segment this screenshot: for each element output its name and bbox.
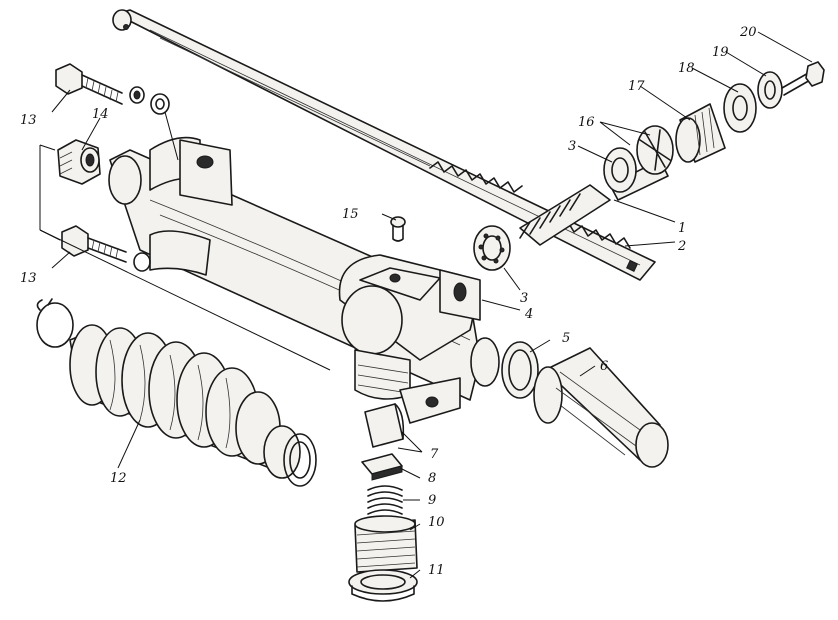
bushing-17 bbox=[675, 103, 726, 163]
label-part-5: 5 bbox=[562, 331, 570, 346]
rack-bar bbox=[112, 9, 656, 281]
protective-cap-6 bbox=[533, 347, 669, 468]
label-part-19: 19 bbox=[712, 45, 729, 60]
plug-15 bbox=[390, 216, 406, 242]
lock-nut-11 bbox=[348, 569, 418, 602]
label-part-14: 14 bbox=[92, 107, 109, 122]
label-part-10: 10 bbox=[428, 515, 445, 530]
thrust-piece-7 bbox=[364, 403, 405, 448]
seal-19 bbox=[757, 71, 783, 109]
label-part-13-upper: 13 bbox=[20, 113, 37, 128]
part-labels: 1 2 3 3 4 5 6 7 8 9 10 11 12 13 13 14 15… bbox=[20, 25, 757, 578]
bearing-3-lower bbox=[473, 225, 511, 271]
washers-upper bbox=[129, 86, 179, 161]
ring-18 bbox=[723, 83, 757, 133]
bracket-lines bbox=[39, 144, 61, 241]
bracket-line-lower bbox=[39, 229, 331, 371]
pad-8 bbox=[361, 453, 403, 481]
label-part-9: 9 bbox=[428, 493, 436, 508]
label-part-15: 15 bbox=[342, 207, 359, 222]
bearing-3-upper bbox=[603, 147, 637, 193]
leader-lines bbox=[51, 31, 813, 579]
seal-ring-5 bbox=[501, 341, 539, 399]
label-part-20: 20 bbox=[739, 25, 757, 40]
label-part-11: 11 bbox=[428, 563, 445, 578]
label-part-16: 16 bbox=[578, 115, 595, 130]
label-part-6: 6 bbox=[600, 359, 608, 374]
adjusting-plug-10 bbox=[354, 515, 418, 573]
nut-14 bbox=[57, 139, 101, 185]
screw-20 bbox=[781, 61, 825, 96]
label-part-1: 1 bbox=[678, 221, 686, 236]
spacer-16 bbox=[636, 125, 674, 175]
rubber-boot-12 bbox=[36, 298, 317, 487]
label-part-7: 7 bbox=[430, 447, 439, 462]
label-part-18: 18 bbox=[678, 61, 695, 76]
bolt-13-upper bbox=[55, 63, 123, 105]
spring-9 bbox=[367, 485, 403, 515]
label-part-12: 12 bbox=[110, 471, 127, 486]
label-part-13-lower: 13 bbox=[20, 271, 37, 286]
label-part-3-lower: 3 bbox=[520, 291, 528, 306]
label-part-2: 2 bbox=[677, 239, 686, 254]
label-part-4: 4 bbox=[524, 307, 533, 322]
label-part-8: 8 bbox=[428, 471, 436, 486]
label-part-3-upper: 3 bbox=[568, 139, 576, 154]
bolt-13-lower bbox=[61, 225, 151, 272]
rack-housing bbox=[108, 136, 500, 424]
label-part-17: 17 bbox=[628, 79, 645, 94]
